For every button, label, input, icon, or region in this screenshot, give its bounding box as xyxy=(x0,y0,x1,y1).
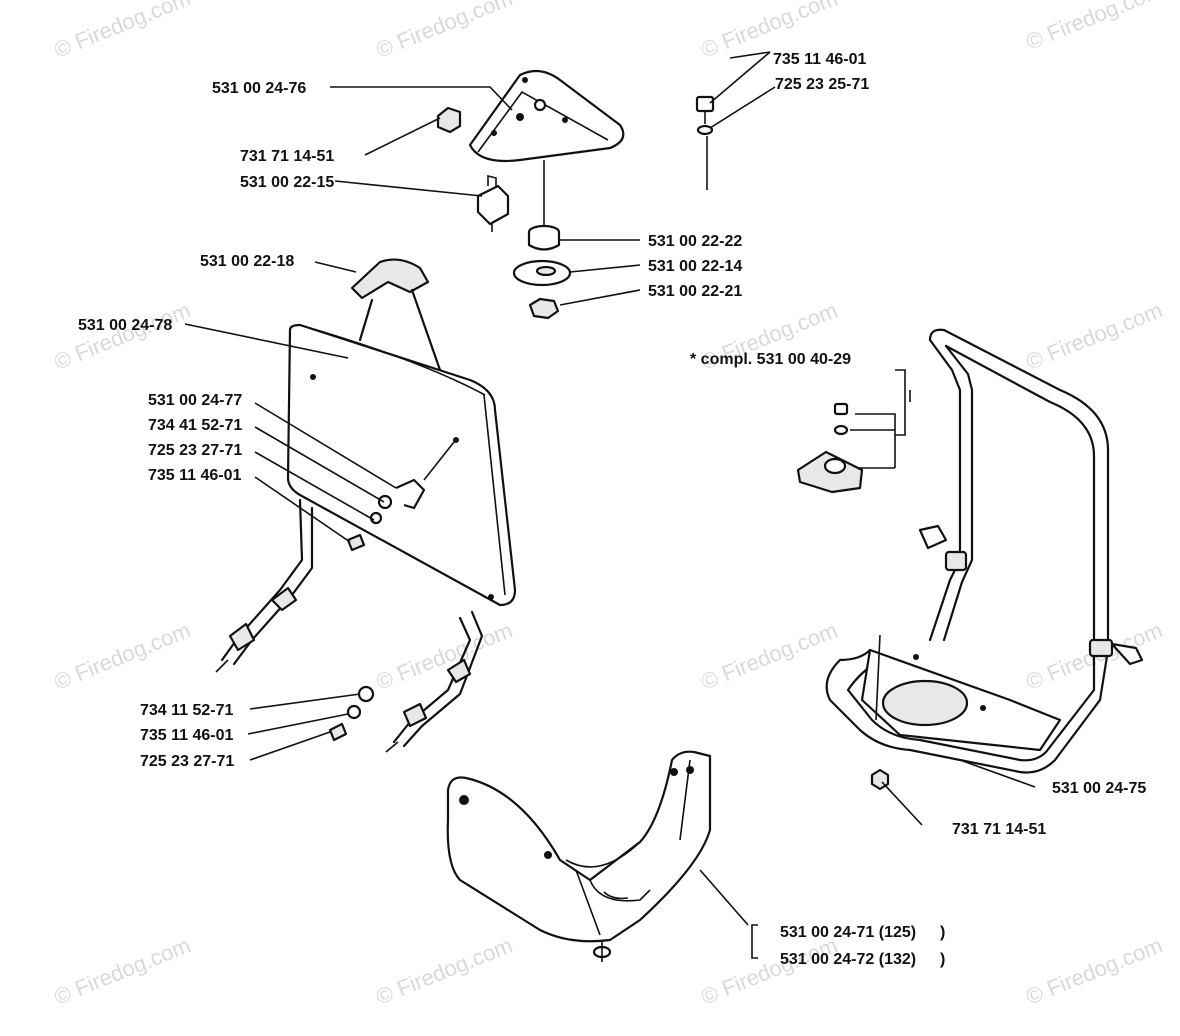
part-label: 531 00 22-14 xyxy=(648,258,742,275)
mounting-plate-part xyxy=(468,69,625,163)
watermark: © Firedog.com xyxy=(1023,0,1166,55)
watermark: © Firedog.com xyxy=(51,617,194,694)
hinge-part xyxy=(796,402,864,494)
part-label: 531 00 22-18 xyxy=(200,253,294,270)
watermark: © Firedog.com xyxy=(373,932,516,1009)
part-label: 531 00 22-15 xyxy=(240,174,334,191)
part-label: * compl. 531 00 40-29 xyxy=(690,351,851,368)
part-label: 531 00 24-76 xyxy=(212,80,306,97)
watermark: © Firedog.com xyxy=(373,617,516,694)
watermark: © Firedog.com xyxy=(1023,297,1166,374)
part-label: 531 00 24-78 xyxy=(78,317,172,334)
watermark: © Firedog.com xyxy=(51,932,194,1009)
fastener-part xyxy=(328,685,375,742)
nut-part xyxy=(528,297,560,320)
watermark: © Firedog.com xyxy=(51,0,194,63)
part-label: 531 00 24-72 (132) xyxy=(780,951,916,968)
bracket-paren: ) xyxy=(940,924,945,941)
nut-part xyxy=(436,106,462,134)
part-label: 531 00 24-77 xyxy=(148,392,242,409)
clamp-part xyxy=(476,174,510,232)
watermark: © Firedog.com xyxy=(51,297,194,374)
watermark: © Firedog.com xyxy=(373,0,516,63)
bolt-part xyxy=(695,95,715,190)
seat-pan-part xyxy=(446,750,712,962)
part-label: 731 71 14-51 xyxy=(240,148,334,165)
leader-lines xyxy=(184,51,1036,959)
part-label: 731 71 14-51 xyxy=(952,821,1046,838)
part-label: 735 11 46-01 xyxy=(140,727,234,744)
part-label: 531 00 22-21 xyxy=(648,283,742,300)
part-label: 531 00 22-22 xyxy=(648,233,742,250)
part-labels: 735 11 46-01 725 23 25-71 531 00 24-76 7… xyxy=(78,51,1146,968)
part-label: 725 23 27-71 xyxy=(148,442,242,459)
bracket-paren: ) xyxy=(940,951,945,968)
watermark: © Firedog.com xyxy=(698,932,841,1009)
part-label: 725 23 25-71 xyxy=(775,76,869,93)
right-strut-part xyxy=(385,610,484,753)
watermark: © Firedog.com xyxy=(698,617,841,694)
part-label: 531 00 24-75 xyxy=(1052,780,1146,797)
frame-part xyxy=(825,328,1144,774)
spacer-part xyxy=(527,160,561,251)
watermark: © Firedog.com xyxy=(1023,932,1166,1009)
part-label: 735 11 46-01 xyxy=(148,467,242,484)
watermark-layer: © Firedog.com © Firedog.com © Firedog.co… xyxy=(51,0,1166,1010)
part-label: 531 00 24-71 (125) xyxy=(780,924,916,941)
part-label: 735 11 46-01 xyxy=(773,51,867,68)
seat-back-part xyxy=(286,258,517,607)
washer-part xyxy=(512,259,572,287)
part-label: 734 41 52-71 xyxy=(148,417,242,434)
part-label: 734 11 52-71 xyxy=(140,702,234,719)
part-label: 725 23 27-71 xyxy=(140,753,234,770)
left-strut-part xyxy=(215,498,314,673)
